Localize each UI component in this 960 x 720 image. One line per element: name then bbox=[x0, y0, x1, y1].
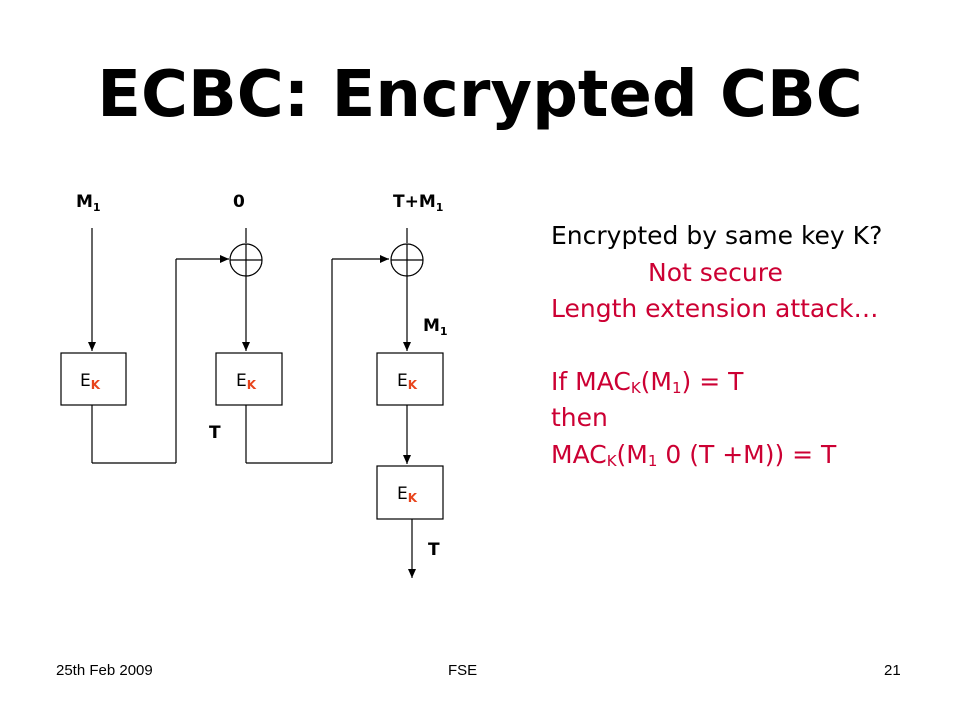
ek-box-3-label: EK bbox=[397, 371, 418, 392]
ek-box-4 bbox=[376, 465, 444, 520]
notes-line-not-secure: Not secure bbox=[648, 257, 783, 287]
notes-line-conclusion: MACK(M1 0 (T +M)) = T bbox=[551, 439, 837, 470]
notes-line-attack: Length extension attack… bbox=[551, 294, 879, 323]
notes-spacer bbox=[551, 328, 951, 364]
notes-panel: Encrypted by same key K? Not secure Leng… bbox=[551, 218, 951, 473]
footer-date: 25th Feb 2009 bbox=[56, 662, 153, 679]
ek-box-2 bbox=[215, 352, 283, 406]
ek-box-4-label: EK bbox=[397, 484, 418, 505]
ek-box-1 bbox=[60, 352, 127, 406]
notes-line-then: then bbox=[551, 403, 608, 432]
input-tm1-label: T+M1 bbox=[393, 192, 443, 214]
input-zero-label: 0 bbox=[233, 192, 245, 212]
input-m1-label: M1 bbox=[76, 192, 101, 214]
notes-line-question: Encrypted by same key K? bbox=[551, 221, 883, 250]
mid-m1-label: M1 bbox=[423, 316, 448, 338]
footer-page-number: 21 bbox=[884, 662, 901, 679]
notes-line-if: If MACK(M1) = T bbox=[551, 366, 744, 397]
footer-center: FSE bbox=[448, 662, 478, 679]
tag-out-label: T bbox=[428, 540, 440, 560]
ek-box-3 bbox=[376, 352, 444, 406]
tag-mid-label: T bbox=[209, 423, 221, 443]
ek-box-2-label: EK bbox=[236, 371, 257, 392]
slide-title: ECBC: Encrypted CBC bbox=[97, 58, 863, 132]
ek-box-1-label: EK bbox=[80, 371, 101, 392]
